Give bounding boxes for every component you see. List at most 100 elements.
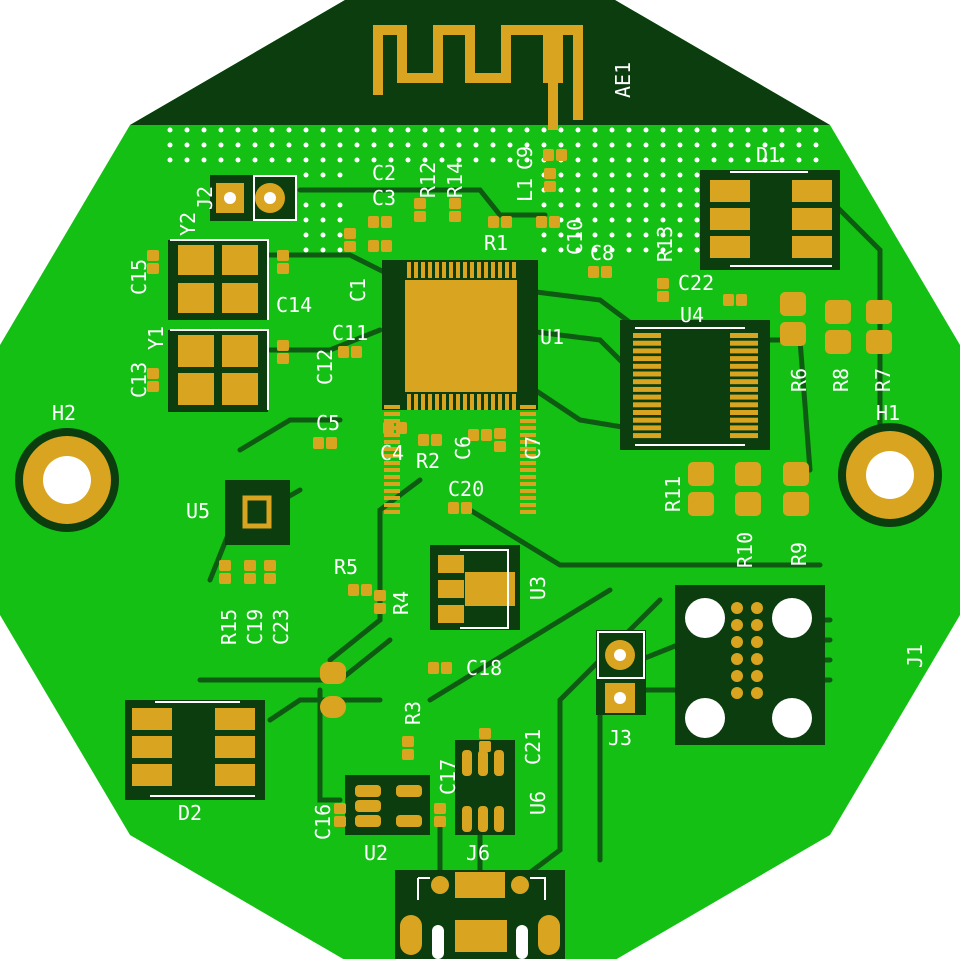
stitching-via [541, 247, 547, 253]
antenna-keepout [130, 0, 830, 125]
label-r3: R3 [401, 701, 425, 725]
stitching-via [184, 157, 190, 163]
stitching-via [320, 142, 326, 148]
u1-pin [470, 262, 474, 278]
u4-pin [633, 363, 661, 369]
label-j1: J1 [903, 644, 927, 668]
stitching-via [694, 127, 700, 133]
u1-pin [384, 405, 400, 409]
stitching-via [677, 142, 683, 148]
j6-usb-connector [395, 870, 565, 959]
stitching-via [388, 157, 394, 163]
label-r7: R7 [871, 368, 895, 392]
stitching-via [439, 142, 445, 148]
label-c17: C17 [436, 759, 460, 795]
stitching-via [694, 232, 700, 238]
u1-pin [477, 394, 481, 410]
passive-pad [723, 294, 734, 306]
stitching-via [575, 202, 581, 208]
stitching-via [592, 187, 598, 193]
label-c4: C4 [380, 441, 404, 465]
stitching-via [609, 157, 615, 163]
stitching-via [235, 142, 241, 148]
stitching-via [286, 157, 292, 163]
label-r12: R12 [416, 162, 440, 198]
label-c12: C12 [313, 349, 337, 385]
stitching-via [218, 142, 224, 148]
stitching-via [728, 142, 734, 148]
stitching-via [575, 157, 581, 163]
stitching-via [303, 202, 309, 208]
label-r4: R4 [389, 591, 413, 615]
stitching-via [286, 142, 292, 148]
stitching-via [473, 127, 479, 133]
passive-pad [736, 294, 747, 306]
stitching-via [677, 157, 683, 163]
u4-pin [633, 433, 661, 439]
u4-pin [730, 333, 758, 338]
label-h2: H2 [52, 401, 76, 425]
stitching-via [320, 217, 326, 223]
stitching-via [320, 202, 326, 208]
passive-pad [479, 741, 491, 752]
stitching-via [541, 232, 547, 238]
u1-pin [491, 394, 495, 410]
stitching-via [303, 172, 309, 178]
stitching-via [371, 157, 377, 163]
stitching-via [388, 127, 394, 133]
j1-pin [731, 636, 743, 648]
passive-pad [414, 211, 426, 222]
stitching-via [813, 127, 819, 133]
stitching-via [592, 172, 598, 178]
u1-pin [498, 394, 502, 410]
stitching-via [575, 217, 581, 223]
label-c2: C2 [372, 161, 396, 185]
u1-pin [449, 394, 453, 410]
u1-pin [442, 394, 446, 410]
passive-pad [544, 181, 556, 192]
u1-pin [384, 454, 400, 458]
passive-pad [449, 198, 461, 209]
u1-pin [384, 496, 400, 500]
j1-pin [731, 687, 743, 699]
stitching-via [643, 172, 649, 178]
u1-pin [442, 262, 446, 278]
stitching-via [575, 127, 581, 133]
stitching-via [354, 127, 360, 133]
stitching-via [252, 142, 258, 148]
stitching-via [456, 127, 462, 133]
passive-pad [277, 340, 289, 351]
passive-pad [449, 211, 461, 222]
stitching-via [252, 157, 258, 163]
stitching-via [320, 127, 326, 133]
label-c6: C6 [451, 436, 475, 460]
u1-pin [384, 440, 400, 444]
stitching-via [269, 142, 275, 148]
stitching-via [592, 142, 598, 148]
stitching-via [609, 127, 615, 133]
passive-pad [344, 241, 356, 252]
stitching-via [490, 157, 496, 163]
stitching-via [473, 142, 479, 148]
passive-pad [264, 573, 276, 584]
label-r8: R8 [829, 368, 853, 392]
u4-pin [730, 348, 758, 354]
u1-pin [414, 394, 418, 410]
passive-pad [334, 803, 346, 814]
stitching-via [456, 157, 462, 163]
label-d2: D2 [178, 801, 202, 825]
stitching-via [507, 157, 513, 163]
u1-pin [384, 412, 400, 416]
stitching-via [524, 157, 530, 163]
label-c3: C3 [372, 186, 396, 210]
u1-pin [520, 447, 536, 451]
stitching-via [507, 127, 513, 133]
passive-pad [494, 441, 506, 452]
stitching-via [643, 142, 649, 148]
passive-pad [396, 422, 407, 434]
stitching-via [303, 232, 309, 238]
stitching-via [337, 127, 343, 133]
stitching-via [609, 247, 615, 253]
label-c16: C16 [311, 804, 335, 840]
stitching-via [677, 232, 683, 238]
